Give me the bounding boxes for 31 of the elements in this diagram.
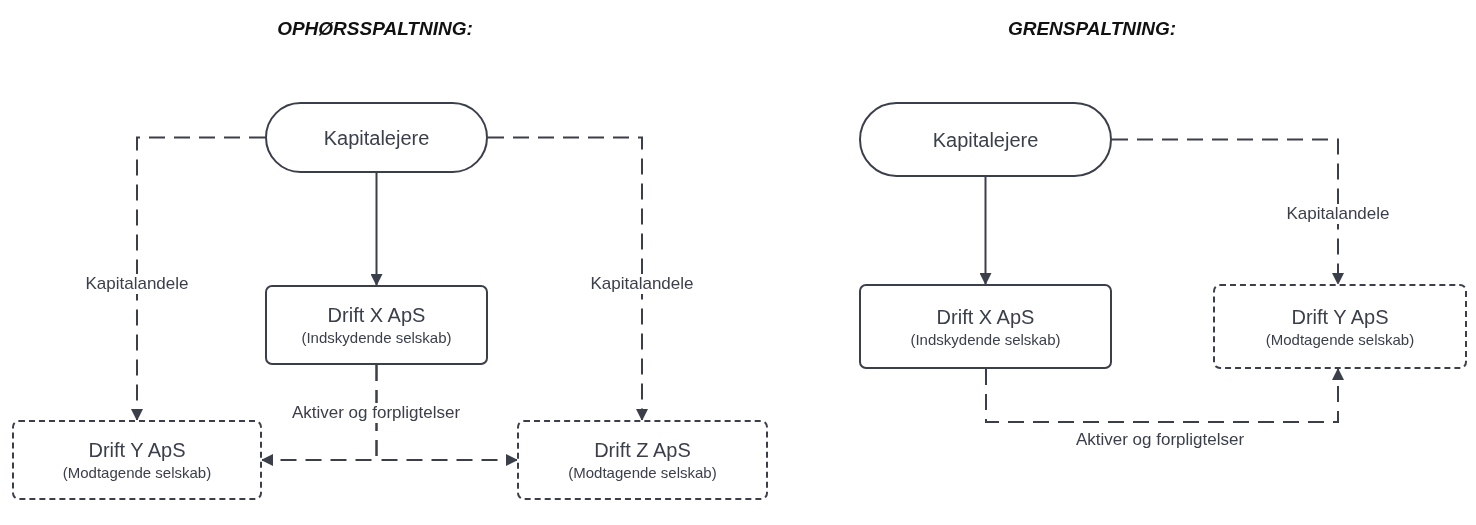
arrow bbox=[979, 176, 992, 285]
node-title: Drift Z ApS bbox=[594, 438, 691, 463]
edge-label: Aktiver og forpligtelser bbox=[1073, 430, 1247, 450]
node-title: Drift X ApS bbox=[327, 303, 426, 328]
arrow bbox=[487, 136, 648, 421]
arrow bbox=[985, 368, 1344, 423]
edge-label: Aktiver og forpligtelser bbox=[289, 403, 463, 423]
node-title: Drift Y ApS bbox=[1291, 304, 1389, 330]
node-title: Drift X ApS bbox=[936, 304, 1035, 330]
node-title: Drift Y ApS bbox=[88, 438, 186, 463]
edge-label: Kapitalandele bbox=[83, 274, 191, 294]
node-subtitle: (Indskydende selskab) bbox=[301, 328, 452, 348]
node-title: Kapitalejere bbox=[323, 125, 430, 151]
arrow bbox=[375, 364, 518, 466]
company-box bbox=[859, 284, 1112, 369]
edge-label: Kapitalandele bbox=[588, 274, 696, 294]
node-subtitle: (Modtagende selskab) bbox=[568, 463, 717, 483]
node-subtitle: (Modtagende selskab) bbox=[62, 463, 212, 483]
node-subtitle: (Indskydende selskab) bbox=[910, 329, 1061, 350]
section-heading: OPHØRSSPALTNING: bbox=[276, 18, 474, 40]
arrow bbox=[131, 136, 266, 421]
company-box bbox=[265, 285, 488, 365]
company-box bbox=[517, 420, 768, 500]
arrow bbox=[1111, 138, 1344, 285]
node-subtitle: (Modtagende selskab) bbox=[1265, 329, 1415, 350]
section-heading: GRENSPALTNING: bbox=[1006, 18, 1178, 40]
edge-label: Kapitalandele bbox=[1284, 204, 1392, 224]
company-box bbox=[12, 420, 262, 500]
company-box bbox=[1213, 284, 1467, 369]
arrow bbox=[370, 172, 383, 286]
node-title: Kapitalejere bbox=[932, 127, 1039, 153]
